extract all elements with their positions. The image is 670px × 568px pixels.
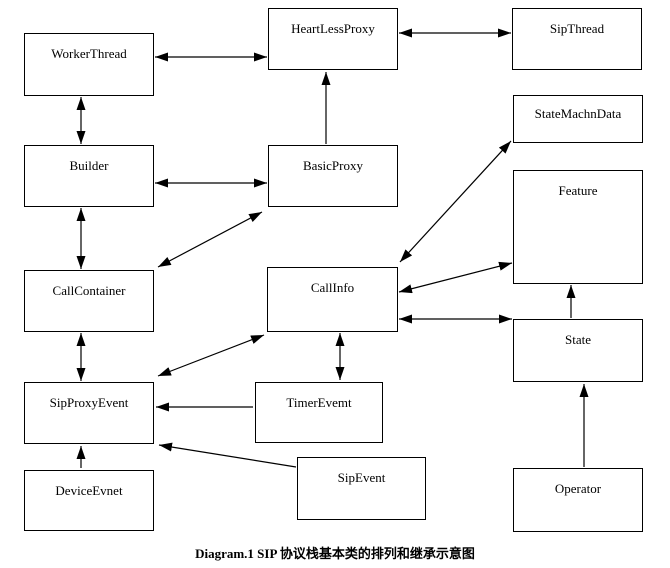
edge-sipevent-sipproxyevent [158, 442, 297, 468]
diagram-caption: Diagram.1 SIP 协议栈基本类的排列和继承示意图 [195, 546, 475, 561]
class-box-workerthread: WorkerThread [24, 33, 154, 96]
class-box-deviceevnet: DeviceEvnet [24, 470, 154, 531]
class-box-statemachndata: StateMachnData [513, 95, 643, 143]
class-box-heartlessproxy: HeartLessProxy [268, 8, 398, 70]
edge-callinfo-feature [398, 261, 513, 294]
class-box-feature: Feature [513, 170, 643, 284]
class-box-state: State [513, 319, 643, 382]
class-box-timerevemt: TimerEvemt [255, 382, 383, 443]
class-box-sipevent: SipEvent [297, 457, 426, 520]
class-box-callinfo: CallInfo [267, 267, 398, 332]
class-box-callcontainer: CallContainer [24, 270, 154, 332]
edge-sipproxyevent-callinfo [157, 334, 265, 377]
class-box-sipthread: SipThread [512, 8, 642, 70]
edge-callcontainer-basicproxy [157, 211, 263, 268]
class-box-operator: Operator [513, 468, 643, 532]
class-box-builder: Builder [24, 145, 154, 207]
class-box-basicproxy: BasicProxy [268, 145, 398, 207]
class-box-sipproxyevent: SipProxyEvent [24, 382, 154, 444]
edge-callinfo-statemachndata [399, 140, 512, 263]
